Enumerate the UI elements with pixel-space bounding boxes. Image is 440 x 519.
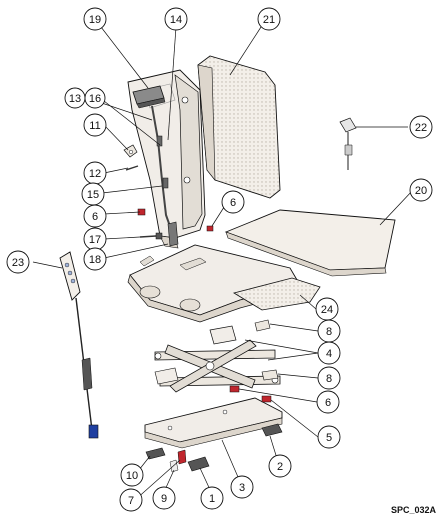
callout-21: 21 (257, 7, 281, 31)
callout-5: 5 (317, 425, 341, 449)
small-bracket-11 (123, 144, 138, 158)
callout-23: 23 (6, 250, 30, 274)
callout-23-label: 23 (12, 257, 24, 269)
callout-18: 18 (83, 247, 107, 271)
callout-1: 1 (200, 486, 224, 510)
red-clip-5 (261, 395, 272, 403)
callout-13-label: 13 (69, 93, 81, 105)
recline-handle (132, 85, 166, 109)
base-plate (144, 397, 283, 449)
callout-11: 11 (83, 113, 107, 137)
power-supply-22 (339, 117, 357, 170)
callout-22: 22 (409, 115, 433, 139)
callout-22-label: 22 (415, 122, 427, 134)
callout-12-label: 12 (89, 168, 101, 180)
callout-10: 10 (120, 463, 144, 487)
figure-code: SPC_032A (390, 505, 436, 515)
callout-14-label: 14 (170, 14, 182, 26)
callout-7-label: 7 (128, 495, 134, 507)
callouts: 19 14 21 13 16 11 12 15 6 6 17 18 22 20 … (6, 7, 433, 512)
callout-9-label: 9 (161, 493, 167, 505)
callout-12: 12 (83, 161, 107, 185)
callout-9: 9 (152, 486, 176, 510)
callout-8-lower: 8 (317, 366, 341, 390)
spring-9 (169, 459, 179, 473)
foot-bracket-2 (261, 423, 283, 437)
red-clip-mid (229, 385, 240, 393)
callout-2: 2 (268, 454, 292, 478)
callout-10-label: 10 (126, 470, 138, 482)
callout-19-label: 19 (89, 14, 101, 26)
callout-8-upper-label: 8 (326, 326, 332, 338)
screw-12 (125, 165, 139, 171)
callout-2-label: 2 (277, 461, 283, 473)
callout-24: 24 (315, 297, 339, 321)
callout-6-mid-label: 6 (325, 397, 331, 409)
foot-bracket-1 (187, 456, 210, 472)
callout-13: 13 (64, 87, 86, 109)
callout-3: 3 (230, 475, 254, 499)
callout-21-label: 21 (263, 14, 275, 26)
callout-15: 15 (81, 182, 105, 206)
callout-18-label: 18 (89, 254, 101, 266)
callout-5-label: 5 (326, 432, 332, 444)
red-clip-right (206, 225, 214, 232)
callout-17-label: 17 (89, 234, 101, 246)
callout-19: 19 (83, 7, 107, 31)
red-tab-7 (177, 449, 187, 465)
callout-6-top: 6 (221, 190, 245, 214)
back-cushion (197, 55, 281, 199)
callout-17: 17 (83, 227, 107, 251)
callout-6-left-label: 6 (92, 211, 98, 223)
callout-24-label: 24 (321, 304, 333, 316)
callout-6-left: 6 (83, 204, 107, 228)
callout-20-label: 20 (415, 185, 427, 197)
callout-14: 14 (164, 7, 188, 31)
callout-1-label: 1 (209, 493, 215, 505)
recline-cable (151, 105, 179, 247)
callout-6-mid: 6 (316, 390, 340, 414)
callout-15-label: 15 (87, 189, 99, 201)
callout-7: 7 (119, 488, 143, 512)
seat-cushion (224, 209, 396, 277)
pivot-8-upper (254, 319, 271, 332)
leader-lines (32, 26, 414, 501)
clip-10 (145, 447, 166, 460)
callout-8-upper: 8 (317, 319, 341, 343)
callout-4: 4 (317, 341, 341, 365)
callout-20: 20 (409, 178, 433, 202)
callout-16-label: 16 (89, 93, 101, 105)
callout-11-label: 11 (89, 120, 100, 132)
callout-16: 16 (84, 87, 106, 109)
scissor-mechanism (154, 325, 281, 393)
pin-17 (139, 232, 163, 240)
callout-4-label: 4 (326, 348, 332, 360)
hand-control (59, 251, 99, 439)
pivot-8-lower (261, 369, 279, 381)
callout-6-top-label: 6 (230, 197, 236, 209)
seat-cover-plate (232, 277, 321, 311)
callout-3-label: 3 (239, 482, 245, 494)
seat-pan (127, 244, 301, 323)
callout-8-lower-label: 8 (326, 373, 332, 385)
